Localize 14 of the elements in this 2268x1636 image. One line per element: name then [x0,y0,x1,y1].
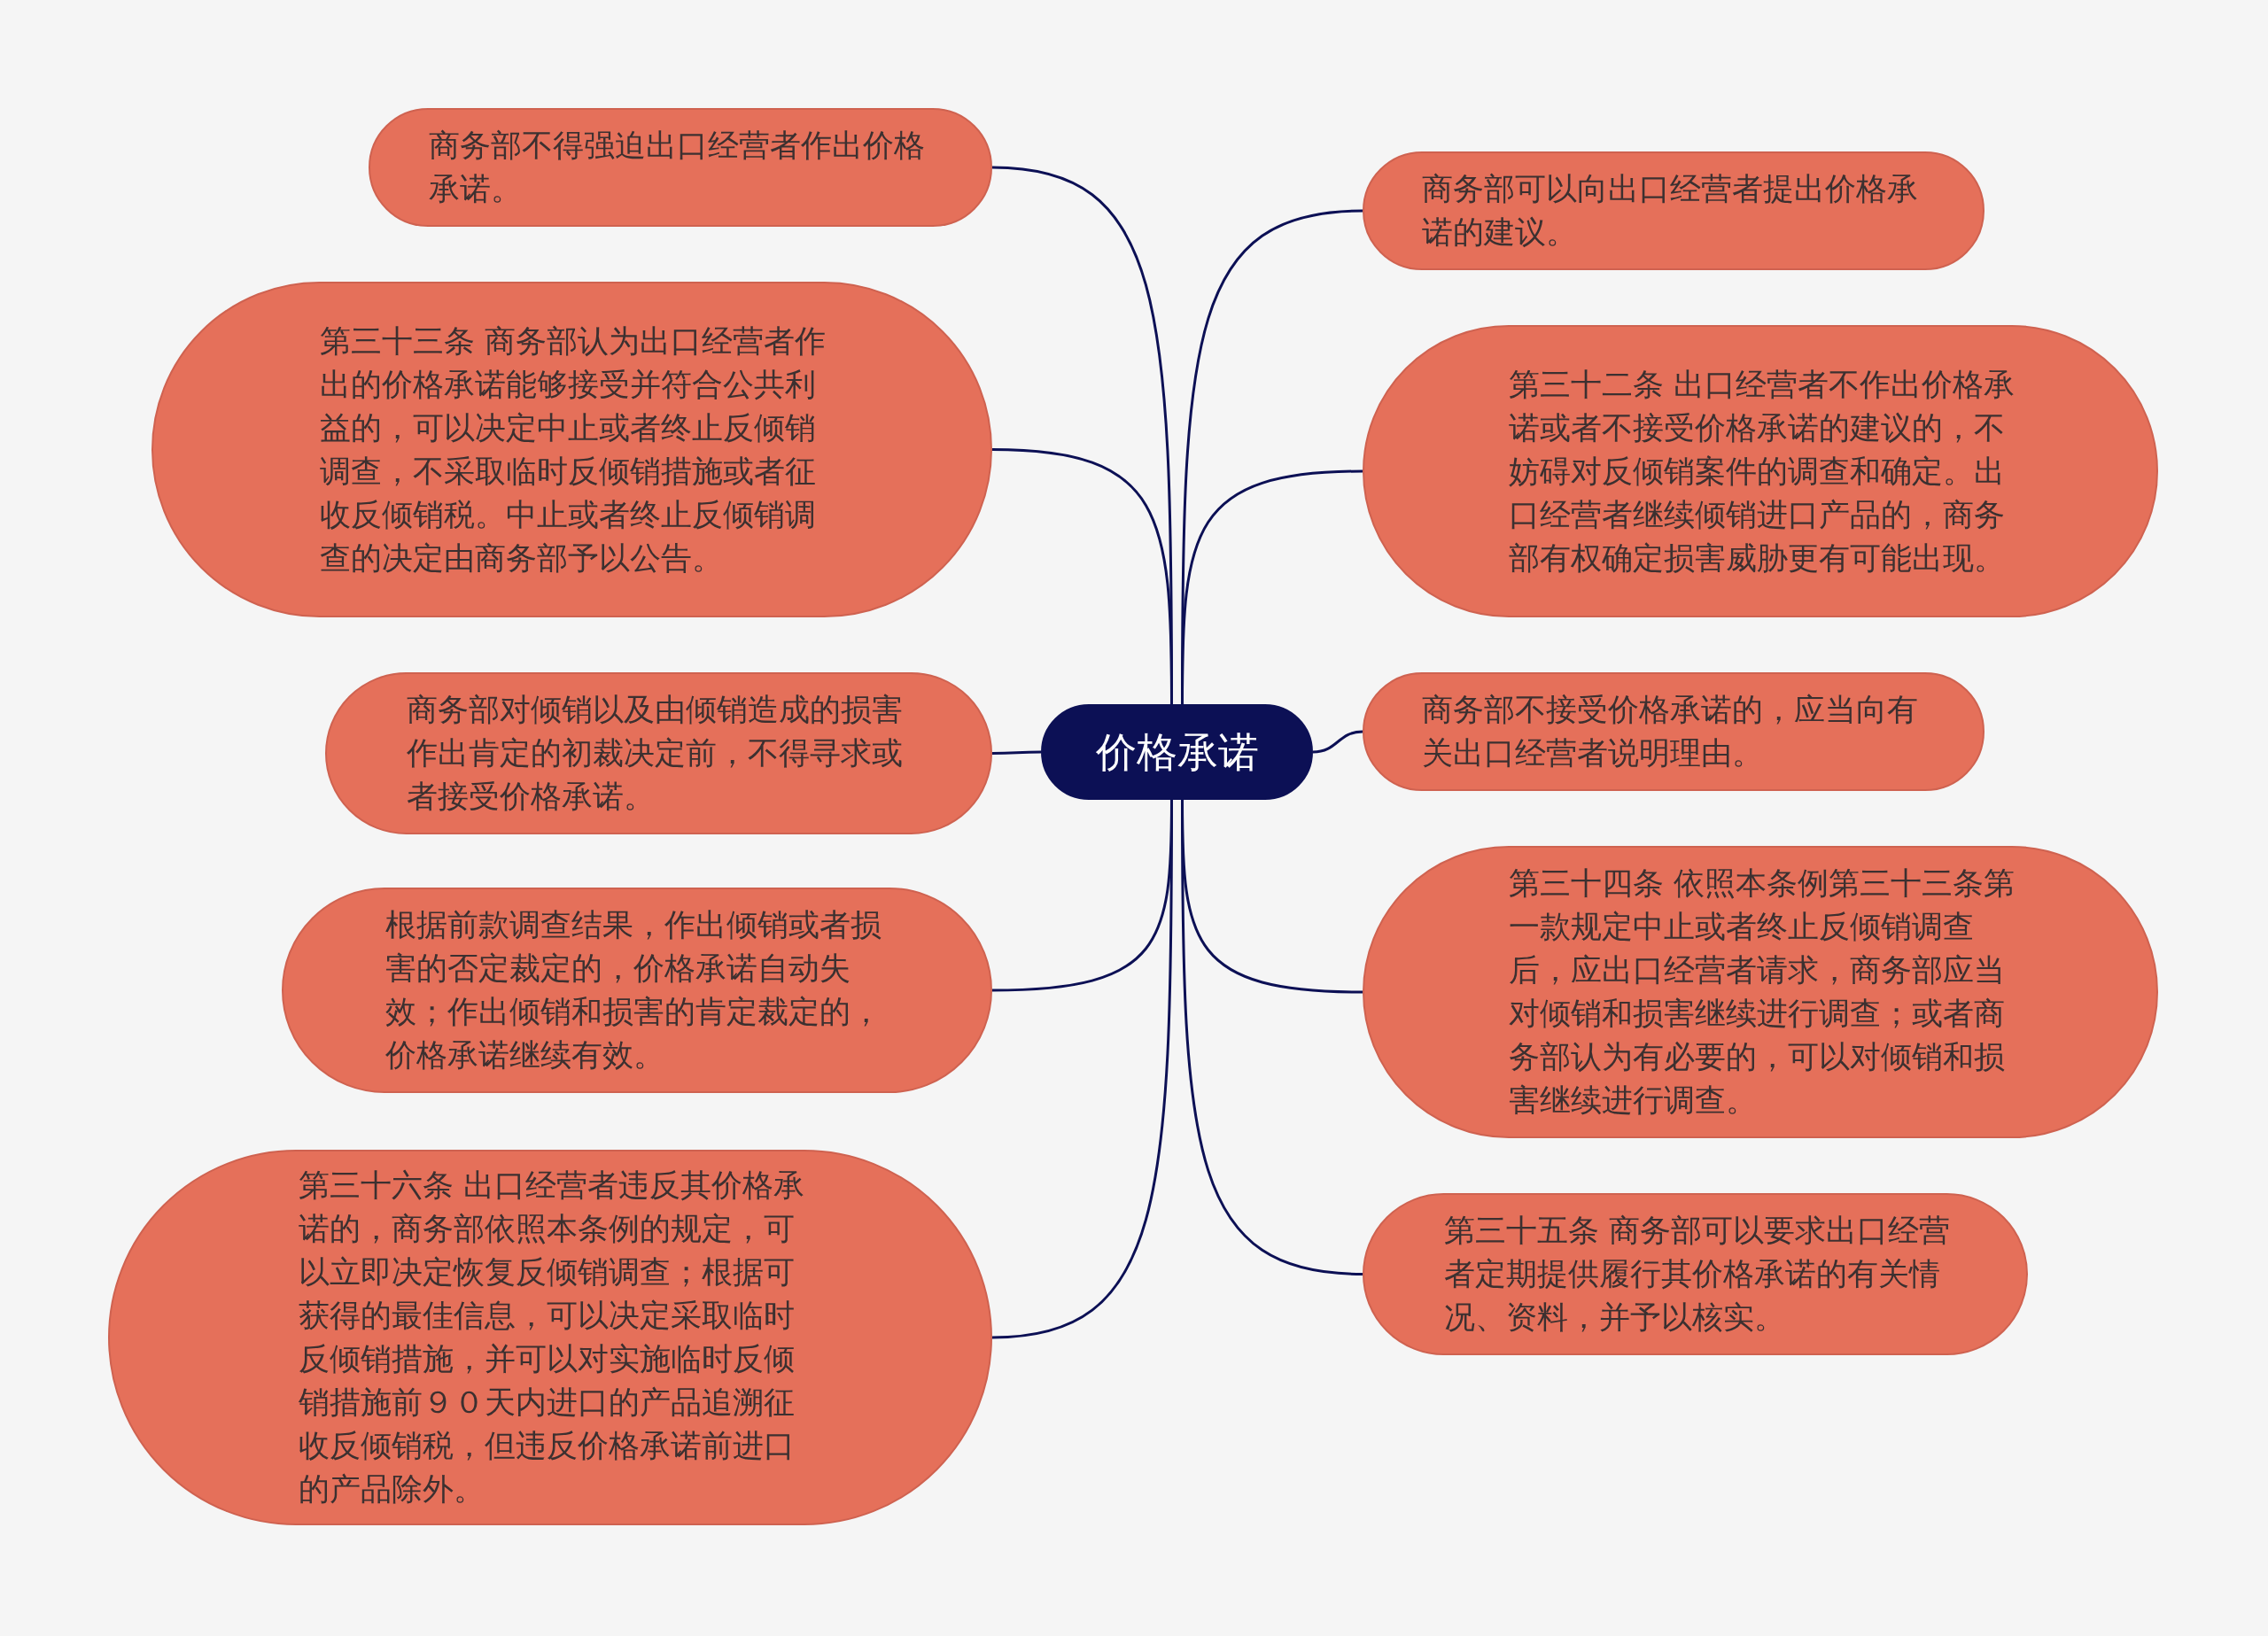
connector-line [1312,730,1363,754]
connector-line [1181,469,1363,704]
topic-text: 商务部不得强迫出口经营者作出价格承诺。 [429,127,925,208]
topic-text: 第三十六条 出口经营者违反其价格承诺的，商务部依照本条例的规定，可以立即决定恢复反倾销调查；根据可获得的最佳信息，可以决定采取临时反倾销措施，并可以对实施临时反倾销措施前９０天内进口的产品追溯征收反倾销税，但违反价格承诺前进口的产品除外。 [299,1167,806,1508]
topic-text: 第三十三条 商务部认为出口经营者作出的价格承诺能够接受并符合公共利益的，可以决定中止或者终止反倾销调查，不采取临时反倾销措施或者征收反倾销税。中止或者终止反倾销调查的决定由商务部予以公告。 [320,322,827,578]
connector-line [992,750,1041,755]
topic-text: 根据前款调查结果，作出倾销或者损害的否定裁定的，价格承诺自动失效；作出倾销和损害的肯定裁定的，价格承诺继续有效。 [385,906,882,1074]
topic-text: 第三十四条 依照本条例第三十三条第一款规定中止或者终止反倾销调查后，应出口经营者请求，商务部应当对倾销和损害继续进行调查；或者商务部认为有必要的，可以对倾销和损害继续进行调查。 [1509,865,2016,1120]
topic-text: 商务部对倾销以及由倾销造成的损害作出肯定的初裁决定前，不得寻求或者接受价格承诺。 [407,691,904,816]
topic-text: 商务部不接受价格承诺的，应当向有关出口经营者说明理由。 [1422,691,1919,772]
topic-text: 第三十二条 出口经营者不作出价格承诺或者不接受价格承诺的建议的，不妨碍对反倾销案件的调查和确定。出口经营者继续倾销进口产品的，商务部有权确定损害威胁更有可能出现。 [1509,365,2016,578]
topic-text: 商务部可以向出口经营者提出价格承诺的建议。 [1422,170,1919,252]
topic-text: 第三十五条 商务部可以要求出口经营者定期提供履行其价格承诺的有关情况、资料，并予以核实。 [1444,1212,1952,1337]
central-topic-text: 价格承诺 [1095,727,1259,777]
